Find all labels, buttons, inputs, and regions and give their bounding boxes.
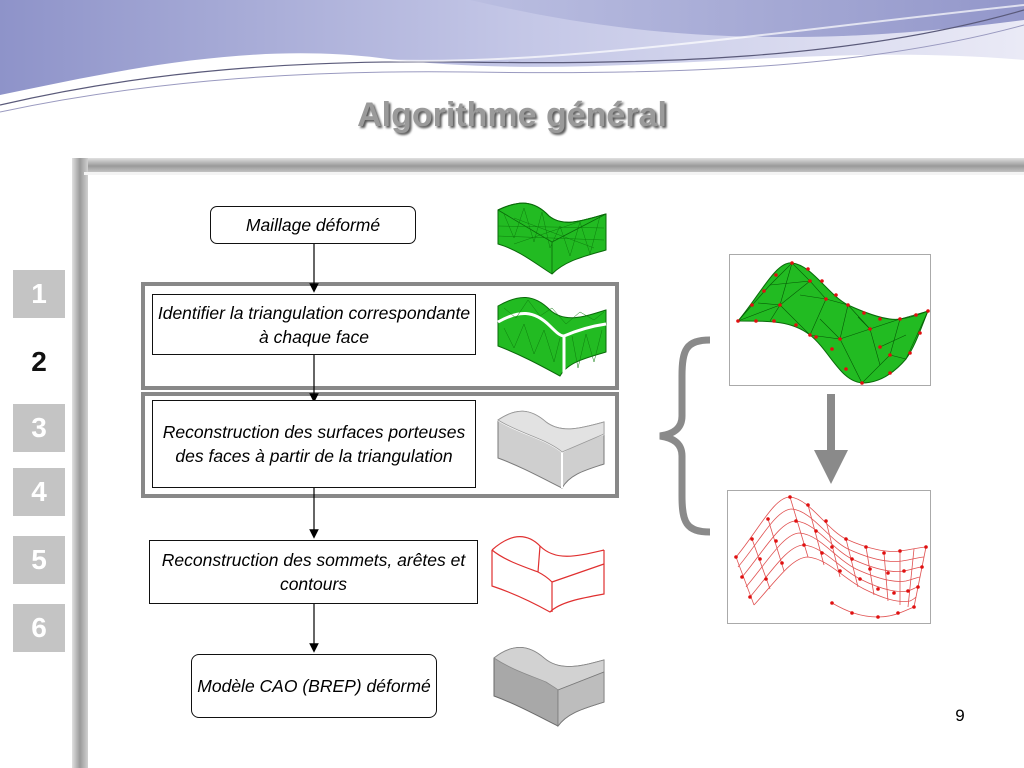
group-box-surfaces bbox=[141, 392, 619, 498]
step-vertex-reconstruction: Reconstruction des sommets, arêtes et co… bbox=[149, 540, 478, 604]
triangulated-surface-panel bbox=[729, 254, 931, 386]
down-arrow-icon bbox=[814, 394, 848, 484]
nav-item-1[interactable]: 1 bbox=[13, 270, 65, 318]
step-identify-triangulation: Identifier la triangulation correspondan… bbox=[152, 294, 476, 355]
step-cad-model: Modèle CAO (BREP) déformé bbox=[191, 654, 437, 718]
step-deformed-mesh: Maillage déformé bbox=[210, 206, 416, 244]
grey-cad-model-image bbox=[493, 647, 605, 728]
step-vertex-reconstruction-label: Reconstruction des sommets, arêtes et co… bbox=[161, 550, 466, 594]
nav-item-3[interactable]: 3 bbox=[13, 404, 65, 452]
header-swoosh bbox=[0, 0, 1024, 113]
nav-item-2[interactable]: 2 bbox=[13, 338, 65, 386]
reconstructed-surface-panel bbox=[727, 490, 931, 624]
content-frame bbox=[72, 158, 1024, 768]
grey-surface-block-image bbox=[497, 410, 605, 489]
green-mesh-faces-image bbox=[497, 297, 607, 377]
nav-item-4[interactable]: 4 bbox=[13, 468, 65, 516]
curly-brace-icon bbox=[659, 336, 711, 536]
nav-item-6[interactable]: 6 bbox=[13, 604, 65, 652]
green-mesh-block-image bbox=[497, 202, 607, 275]
group-box-triangulation bbox=[141, 282, 619, 390]
step-surface-reconstruction-label: Reconstruction des surfaces porteuses de… bbox=[162, 422, 466, 466]
reconstructed-surface-image bbox=[734, 495, 928, 619]
nav-item-5[interactable]: 5 bbox=[13, 536, 65, 584]
step-identify-triangulation-label: Identifier la triangulation correspondan… bbox=[157, 302, 471, 347]
slide-title: Algorithme général bbox=[357, 96, 667, 134]
triangulated-surface-image bbox=[736, 261, 930, 385]
page-number: 9 bbox=[955, 706, 965, 725]
step-cad-model-label: Modèle CAO (BREP) déformé bbox=[197, 676, 431, 696]
step-deformed-mesh-label: Maillage déformé bbox=[245, 215, 381, 235]
step-surface-reconstruction: Reconstruction des surfaces porteuses de… bbox=[152, 400, 476, 488]
red-wireframe-image bbox=[491, 536, 605, 613]
